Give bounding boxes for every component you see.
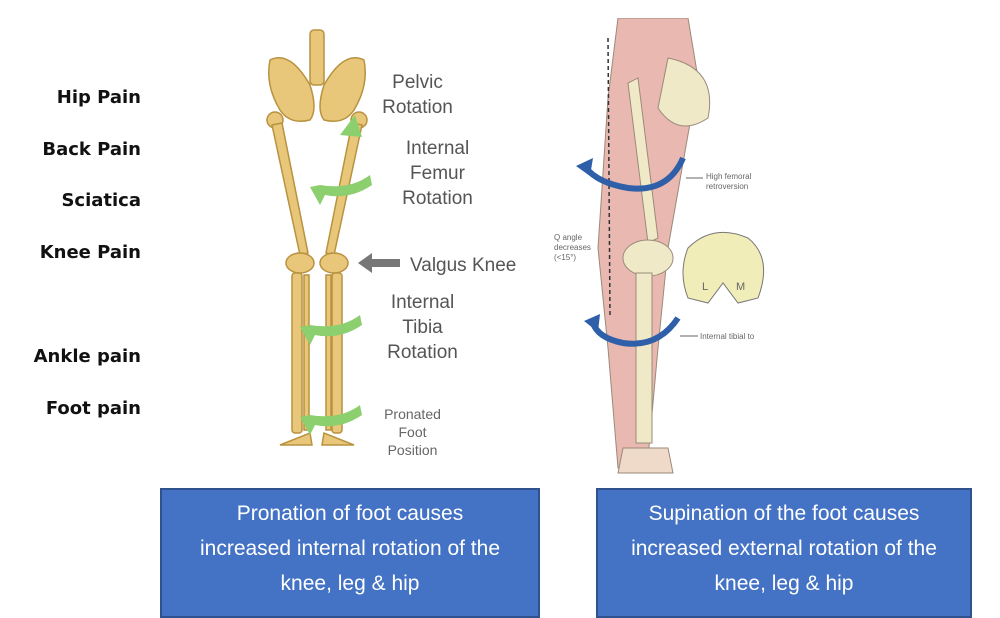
internal-tibial-label: Internal tibial to <box>700 332 755 341</box>
valgus-knee-label: Valgus Knee <box>410 255 517 276</box>
q-angle-label: Q angle decreases (<15°) <box>554 233 591 263</box>
pain-label-sciatica: Sciatica <box>61 190 141 211</box>
pain-label-knee: Knee Pain <box>39 242 141 263</box>
label-line: High femoral <box>706 172 752 181</box>
pronated-foot-label: Pronated Foot Position <box>375 405 450 459</box>
caption-line: increased internal rotation of the <box>199 537 501 560</box>
green-rotation-arrows <box>300 115 372 435</box>
pain-label-foot: Foot pain <box>45 398 141 419</box>
label-line: Pelvic <box>392 72 443 93</box>
label-line: Femur <box>410 163 465 184</box>
tibia-rotation-label: Internal Tibia Rotation <box>370 290 475 365</box>
condyle-m-label: M <box>736 281 746 293</box>
label-line: Q angle <box>554 233 583 242</box>
pain-label-hip: Hip Pain <box>56 87 141 108</box>
label-line: Position <box>387 442 438 458</box>
pain-label-back: Back Pain <box>42 139 141 160</box>
label-line: (<15°) <box>554 253 577 262</box>
skeleton-illustration <box>266 29 400 446</box>
pronation-caption-box: Pronation of foot causes increased inter… <box>160 488 540 618</box>
label-line: Foot <box>398 424 427 440</box>
pain-label-ankle: Ankle pain <box>33 346 141 367</box>
label-line: Pronated <box>384 406 441 422</box>
caption-line: increased external rotation of the <box>631 537 937 560</box>
supination-caption-box: Supination of the foot causes increased … <box>596 488 972 618</box>
high-femoral-label: High femoral retroversion <box>706 172 751 192</box>
caption-line: Supination of the foot causes <box>648 502 920 525</box>
label-line: Rotation <box>402 188 473 209</box>
valgus-arrow <box>358 253 400 273</box>
caption-line: knee, leg & hip <box>280 572 420 595</box>
label-line: Rotation <box>387 342 458 363</box>
label-line: retroversion <box>706 182 749 191</box>
leg-anatomy-illustration <box>576 18 765 474</box>
femur-rotation-label: Internal Femur Rotation <box>385 136 490 211</box>
label-line: Rotation <box>382 97 453 118</box>
caption-line: Pronation of foot causes <box>236 502 464 525</box>
pelvic-rotation-label: Pelvic Rotation <box>370 70 465 120</box>
blue-rotation-arrows <box>583 156 686 347</box>
condyle-l-label: L <box>702 281 709 293</box>
label-line: Internal <box>405 138 470 159</box>
label-line: Tibia <box>402 317 443 338</box>
label-line: Internal <box>390 292 455 313</box>
caption-line: knee, leg & hip <box>714 572 854 595</box>
label-line: decreases <box>554 243 591 252</box>
